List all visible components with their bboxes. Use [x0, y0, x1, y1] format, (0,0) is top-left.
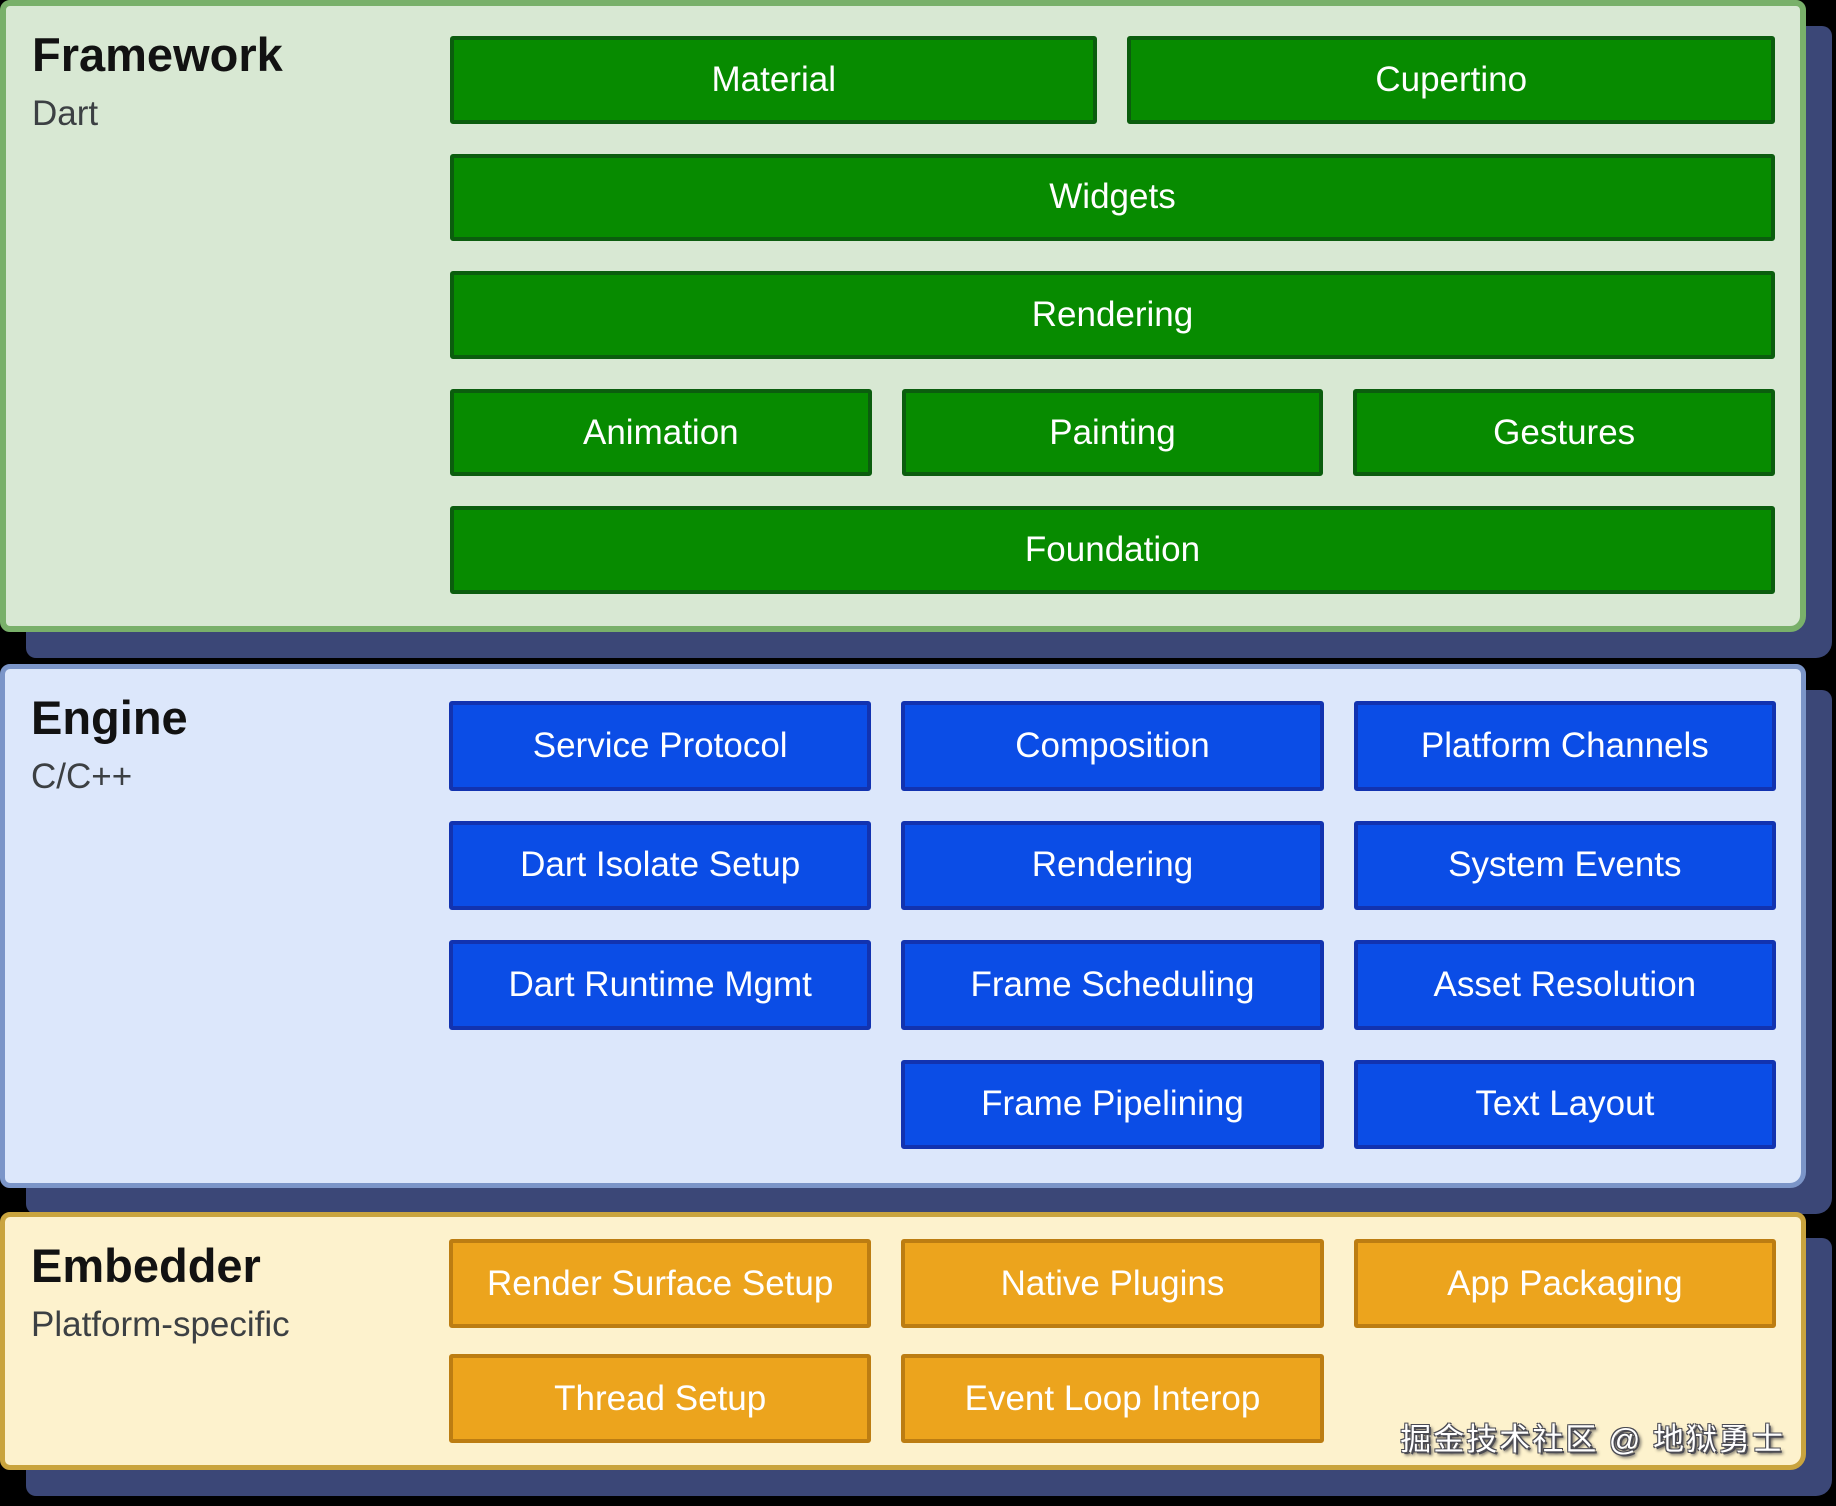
framework-layer-subtitle: Dart: [32, 94, 99, 134]
engine-box-platform-channels: Platform Channels: [1353, 701, 1776, 791]
engine-box-dart-runtime-mgmt: Dart Runtime Mgmt: [449, 940, 872, 1030]
engine-boxes-grid: Service Protocol Composition Platform Ch…: [449, 669, 1776, 1183]
framework-layer-label: Framework Dart: [32, 28, 432, 134]
framework-box-cupertino: Cupertino: [1127, 36, 1775, 124]
framework-box-gestures: Gestures: [1353, 388, 1775, 477]
framework-box-widgets: Widgets: [450, 153, 1775, 242]
engine-box-service-protocol: Service Protocol: [449, 701, 872, 791]
framework-box-material: Material: [450, 36, 1098, 124]
embedder-box-event-loop-interop: Event Loop Interop: [901, 1354, 1324, 1443]
engine-box-system-events: System Events: [1353, 820, 1776, 910]
embedder-layer-panel: Embedder Platform-specific Render Surfac…: [0, 1212, 1806, 1470]
engine-box-frame-scheduling: Frame Scheduling: [901, 940, 1324, 1030]
engine-box-asset-resolution: Asset Resolution: [1353, 940, 1776, 1030]
framework-box-rendering: Rendering: [450, 271, 1775, 359]
engine-box-dart-isolate-setup: Dart Isolate Setup: [449, 820, 872, 910]
framework-box-foundation: Foundation: [450, 506, 1775, 594]
embedder-box-app-packaging: App Packaging: [1353, 1239, 1776, 1328]
embedder-boxes-grid: Render Surface Setup Native Plugins App …: [449, 1217, 1776, 1465]
framework-box-animation: Animation: [450, 388, 872, 477]
engine-box-text-layout: Text Layout: [1353, 1059, 1776, 1149]
engine-box-frame-pipelining: Frame Pipelining: [901, 1059, 1324, 1149]
engine-layer-subtitle: C/C++: [31, 757, 133, 797]
engine-layer-panel: Engine C/C++ Service Protocol Compositio…: [0, 664, 1806, 1188]
engine-layer-label: Engine C/C++: [31, 691, 431, 797]
watermark-text: 掘金技术社区 @ 地狱勇士: [1400, 1422, 1785, 1457]
framework-boxes-grid: Material Cupertino Widgets Rendering Ani…: [450, 6, 1775, 626]
engine-layer-title: Engine: [31, 691, 188, 744]
engine-box-rendering: Rendering: [901, 820, 1324, 910]
framework-layer-panel: Framework Dart Material Cupertino Widget…: [0, 0, 1806, 632]
engine-box-composition: Composition: [901, 701, 1324, 791]
embedder-box-native-plugins: Native Plugins: [901, 1239, 1324, 1328]
embedder-layer-label: Embedder Platform-specific: [31, 1239, 431, 1345]
embedder-layer-subtitle: Platform-specific: [31, 1305, 290, 1345]
embedder-box-render-surface-setup: Render Surface Setup: [449, 1239, 872, 1328]
embedder-box-thread-setup: Thread Setup: [449, 1354, 872, 1443]
framework-box-painting: Painting: [901, 388, 1324, 477]
framework-layer-title: Framework: [32, 28, 283, 81]
embedder-layer-title: Embedder: [31, 1239, 261, 1292]
